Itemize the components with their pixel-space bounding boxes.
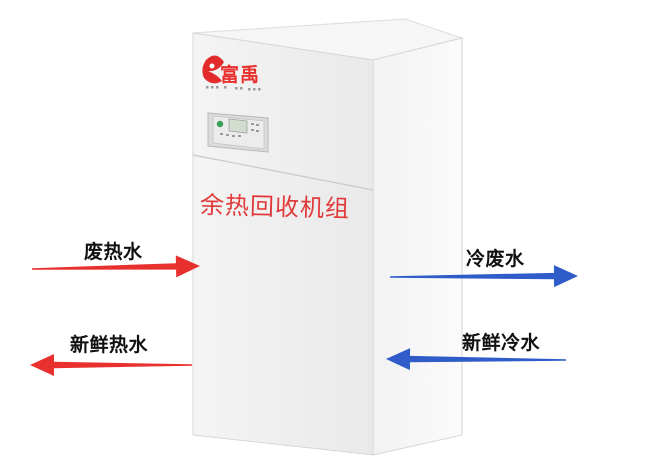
label-cold-waste-water: 冷废水	[466, 248, 525, 270]
arrow-fresh-cold-water-in	[386, 348, 566, 371]
unit-title: 余热回收机组	[199, 191, 351, 223]
brand-tagline-marks	[206, 86, 261, 91]
arrow-waste-hot-water-in	[32, 255, 200, 278]
panel-seam	[192, 154, 374, 191]
controller-display	[228, 118, 248, 134]
controller-panel	[207, 112, 269, 153]
cabinet-front-face	[192, 32, 374, 456]
brand-logo-icon	[202, 55, 224, 84]
arrow-cold-waste-water-out	[390, 265, 578, 288]
label-waste-hot-water: 废热水	[84, 241, 143, 263]
label-fresh-hot-water: 新鲜热水	[70, 334, 149, 356]
label-fresh-cold-water: 新鲜冷水	[462, 332, 541, 354]
controller-power-icon	[216, 120, 224, 128]
brand-name: 富禹	[220, 64, 261, 86]
arrow-fresh-hot-water-out	[30, 354, 192, 376]
cabinet-side-face	[372, 37, 463, 456]
